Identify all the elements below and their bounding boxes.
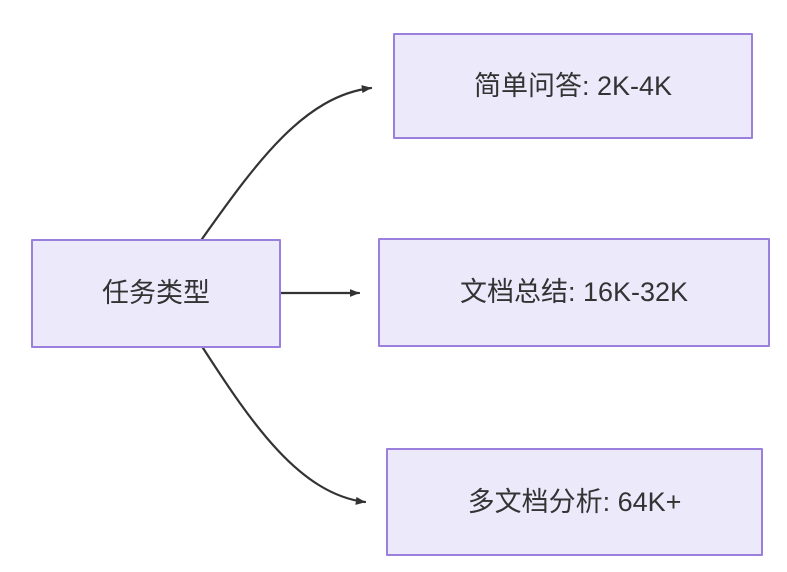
node-multi-doc[interactable]: 多文档分析: 64K+ — [386, 448, 763, 556]
node-task-type-label: 任务类型 — [102, 278, 210, 309]
node-multi-doc-label: 多文档分析: 64K+ — [467, 486, 682, 517]
edge-root-to-simple-qa — [200, 85, 373, 241]
node-simple-qa-label: 简单问答: 2K-4K — [473, 70, 673, 101]
node-doc-summary-label: 文档总结: 16K-32K — [459, 277, 689, 308]
node-simple-qa[interactable]: 简单问答: 2K-4K — [393, 33, 753, 139]
edge-root-to-multi-doc — [201, 346, 367, 505]
node-doc-summary[interactable]: 文档总结: 16K-32K — [378, 238, 770, 347]
node-task-type[interactable]: 任务类型 — [31, 239, 281, 348]
